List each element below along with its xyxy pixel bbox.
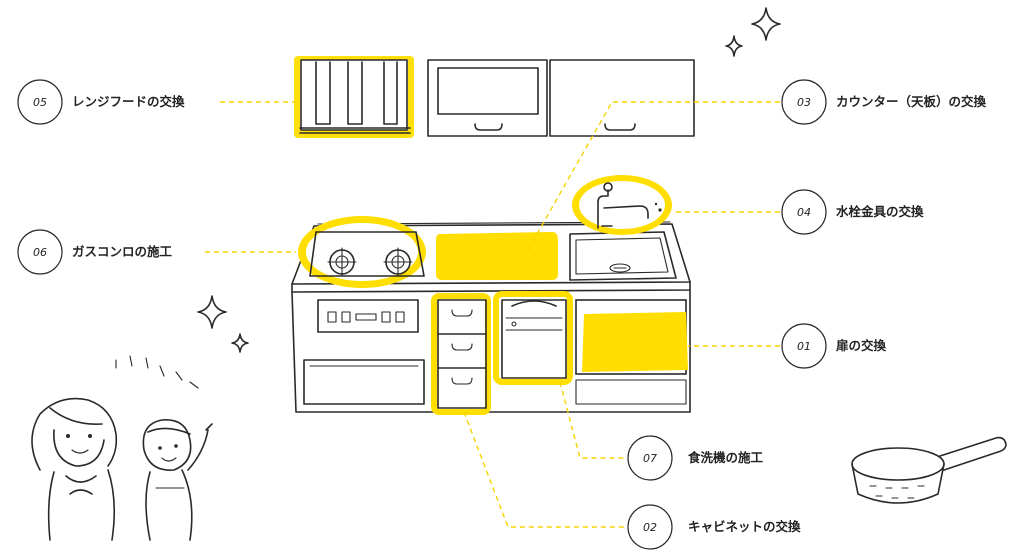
base-kitchen (291, 175, 691, 415)
callout-door[interactable]: 01 扉の交換 (781, 323, 887, 369)
range-hood (294, 56, 414, 138)
sparkle-icon (751, 7, 781, 41)
wall-cabinet-right (549, 59, 695, 137)
callout-number: 01 (797, 340, 811, 353)
gas-stove-top (298, 216, 426, 288)
callout-number: 06 (33, 246, 47, 259)
child-illustration (142, 419, 213, 541)
callout-number: 02 (643, 521, 657, 534)
callout-gas-stove[interactable]: 06 ガスコンロの施工 (17, 229, 173, 275)
callout-label: 食洗機の施工 (687, 450, 764, 465)
callout-label: ガスコンロの施工 (72, 244, 173, 259)
callout-label: レンジフードの交換 (72, 94, 185, 109)
mother-illustration (31, 397, 118, 541)
wall-cabinet-middle (427, 59, 548, 137)
leader-lines (205, 101, 780, 528)
callout-label: キャビネットの交換 (688, 519, 801, 534)
drawer-cabinet (431, 293, 491, 415)
countertop-highlight (436, 232, 558, 280)
callout-number: 04 (797, 206, 811, 219)
callout-number: 03 (797, 96, 811, 109)
sparkle-icon (231, 333, 249, 353)
dishwasher (493, 291, 573, 385)
sparkle-icon (725, 35, 743, 57)
sparkle-icon (197, 295, 227, 329)
callout-label: カウンター（天板）の交換 (836, 94, 987, 109)
callout-label: 水栓金具の交換 (836, 204, 924, 219)
callout-label: 扉の交換 (836, 338, 887, 353)
callout-range-hood[interactable]: 05 レンジフードの交換 (17, 79, 185, 125)
callout-dishwasher[interactable]: 07 食洗機の施工 (627, 435, 764, 481)
upper-cabinets (294, 56, 695, 138)
callout-cabinet[interactable]: 02 キャビネットの交換 (627, 504, 801, 550)
callout-countertop[interactable]: 03 カウンター（天板）の交換 (781, 79, 987, 125)
callout-number: 07 (643, 452, 657, 465)
sink (569, 231, 677, 281)
faucet (572, 175, 672, 235)
saucepan-icon (851, 436, 1007, 504)
stove-control-panel (317, 299, 419, 333)
callout-number: 05 (33, 96, 47, 109)
callout-faucet[interactable]: 04 水栓金具の交換 (781, 189, 924, 235)
cabinet-door (575, 299, 688, 405)
excitement-marks (115, 355, 199, 389)
oven-drawer (303, 359, 425, 405)
